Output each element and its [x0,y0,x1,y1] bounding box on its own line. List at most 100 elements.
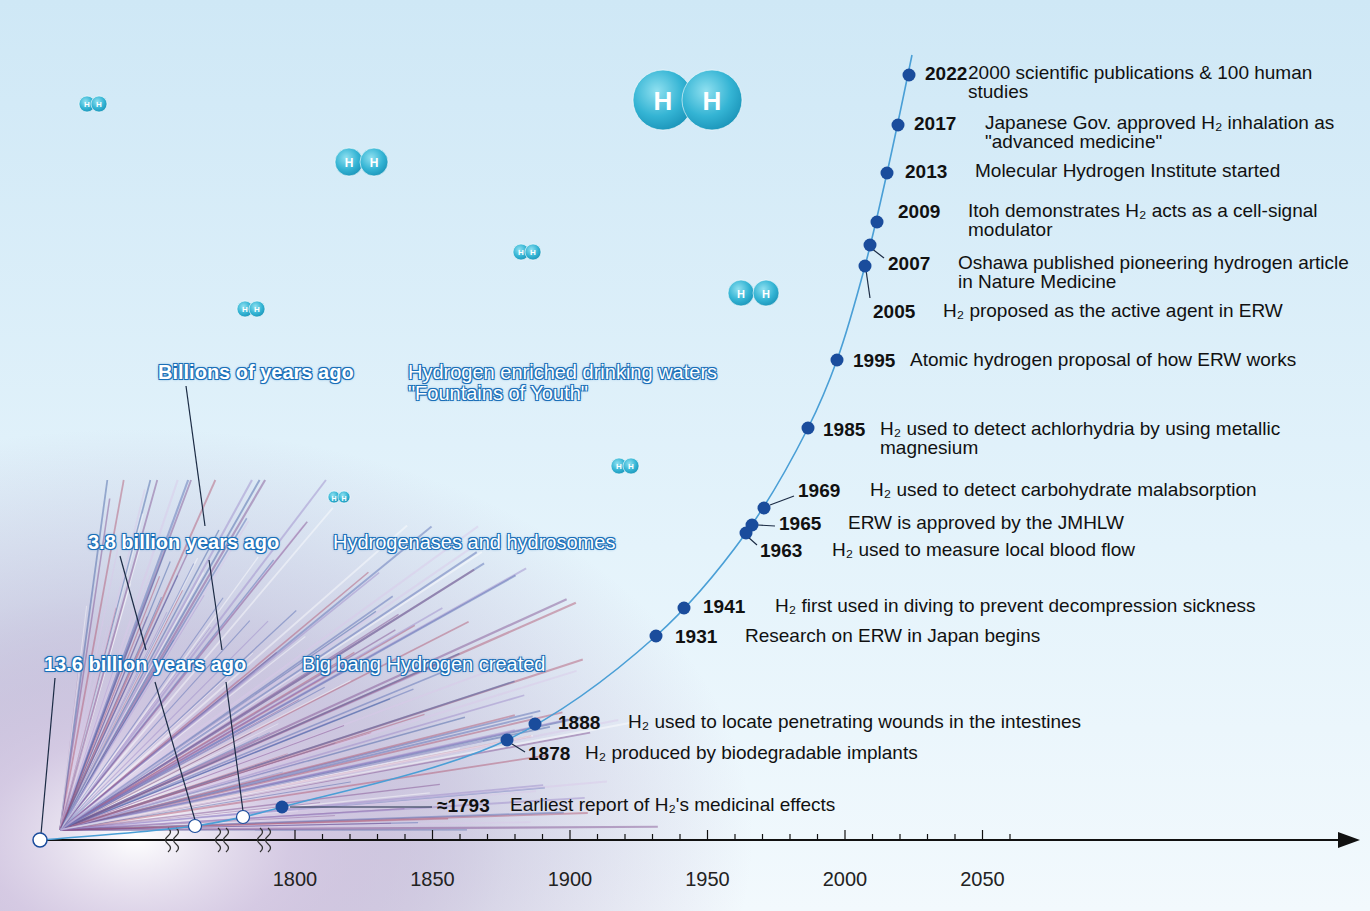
axis-tick [624,834,625,840]
axis-tick [459,834,460,840]
atom-symbol: H [345,157,354,169]
axis-label: 1850 [410,869,455,889]
year-label: 1888 [558,713,600,732]
burst-ray [60,557,258,830]
era-dot [237,811,250,824]
axis-line [40,839,1338,841]
event-text: H₂ used to detect carbohydrate malabsorp… [870,481,1365,500]
axis-breaks [166,828,271,852]
event-text: Oshawa published pioneering hydrogen art… [958,254,1365,291]
burst-ray [60,823,391,830]
burst-ray [60,660,117,830]
event-dot [802,422,815,435]
axis-tick [597,834,598,840]
event-dot [276,801,289,814]
year-label: 1985 [823,420,865,439]
burst-ray [60,526,478,830]
leader-line [186,386,205,526]
year-label: 1995 [853,351,895,370]
year-label: 2007 [888,254,930,273]
axis-tick [734,834,735,840]
event-dot [678,602,691,615]
event-dot [758,502,771,515]
atom-symbol: H [703,88,722,114]
burst-ray [60,652,277,830]
event-text: H₂ used to measure local blood flow [832,541,1362,560]
hydrogen-atom [360,148,388,176]
time-axis [40,828,1360,852]
axis-tick [322,834,323,840]
event-text: H₂ proposed as the active agent in ERW [943,302,1365,321]
hydrogen-atom [249,301,265,317]
year-label: 1969 [798,481,840,500]
atom-symbol: H [331,495,336,502]
leader-line [226,682,243,811]
axis-tick [569,830,570,840]
year-label: ≈1793 [437,796,490,815]
event-dot [650,630,663,643]
era-dot [189,820,202,833]
hydrogen-atom [335,148,363,176]
burst-ray [60,785,543,830]
atom-symbol: H [84,101,90,109]
atom-symbol: H [341,495,346,502]
atom-symbol: H [654,88,673,114]
year-label: 1965 [779,514,821,533]
axis-tick [542,834,543,840]
axis-tick [982,830,983,840]
event-text: Itoh demonstrates H₂ acts as a cell-sign… [968,202,1365,239]
burst-ray [60,736,533,830]
burst-ray [60,603,576,830]
hydrogen-atom [753,280,779,306]
atom-symbol: H [530,249,536,257]
era-label: 13.6 billion years ago [44,654,246,674]
axis-tick [707,830,708,840]
axis-tick [349,834,350,840]
hydrogen-atom [728,280,754,306]
axis-break [266,828,271,852]
axis-tick [844,830,845,840]
leader-line [770,496,794,505]
atom-symbol: H [518,249,524,257]
axis-break [174,828,179,852]
leader-line [866,270,870,298]
axis-tick [789,834,790,840]
hydrogen-atom [623,458,639,474]
burst-ray [60,558,198,830]
burst-ray [60,714,424,830]
event-text: Japanese Gov. approved H₂ inhalation as … [985,114,1365,151]
event-text: H₂ first used in diving to prevent decom… [775,597,1365,616]
event-text: Research on ERW in Japan begins [745,627,1345,646]
atom-symbol: H [242,306,248,314]
year-label: 2022 [925,64,967,83]
axis-tick [762,834,763,840]
atom-symbol: H [616,463,622,471]
burst-ray [60,521,248,830]
axis-tick [377,834,378,840]
axis-tick [404,834,405,840]
year-label: 2009 [898,202,940,221]
axis-label: 2000 [823,869,868,889]
atom-symbol: H [762,289,770,300]
hydrogen-atom [682,70,742,130]
axis-tick [1009,834,1010,840]
year-label: 2013 [905,162,947,181]
hydrogen-molecules [79,70,779,503]
burst-ray [60,654,459,830]
burst-ray [60,530,219,830]
axis-break [166,828,171,852]
event-text: Earliest report of H₂'s medicinal effect… [510,796,1210,815]
event-text: H₂ used to detect achlorhydria by using … [880,420,1365,457]
axis-tick [294,830,295,840]
axis-tick [872,834,873,840]
leader-line [758,525,775,526]
axis-tick [899,834,900,840]
burst-ray [60,671,577,830]
year-label: 2005 [873,302,915,321]
atom-symbol: H [254,306,260,314]
era-text: Hydrogen enriched drinking waters "Fount… [408,362,788,404]
event-dot [881,167,894,180]
event-text: Atomic hydrogen proposal of how ERW work… [910,351,1365,370]
era-label: Billions of years ago [158,362,354,382]
